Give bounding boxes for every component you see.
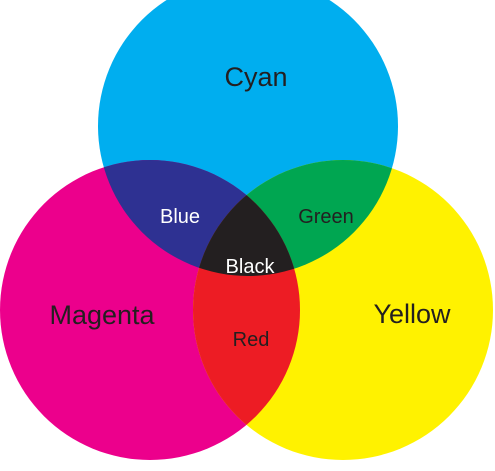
yellow-label: Yellow <box>373 299 451 329</box>
black-label: Black <box>226 256 276 278</box>
magenta-label: Magenta <box>49 300 155 330</box>
cyan-label: Cyan <box>224 62 287 92</box>
blue-label: Blue <box>160 206 200 228</box>
green-label: Green <box>298 206 354 228</box>
black-center-region <box>193 160 300 276</box>
red-label: Red <box>233 329 270 351</box>
